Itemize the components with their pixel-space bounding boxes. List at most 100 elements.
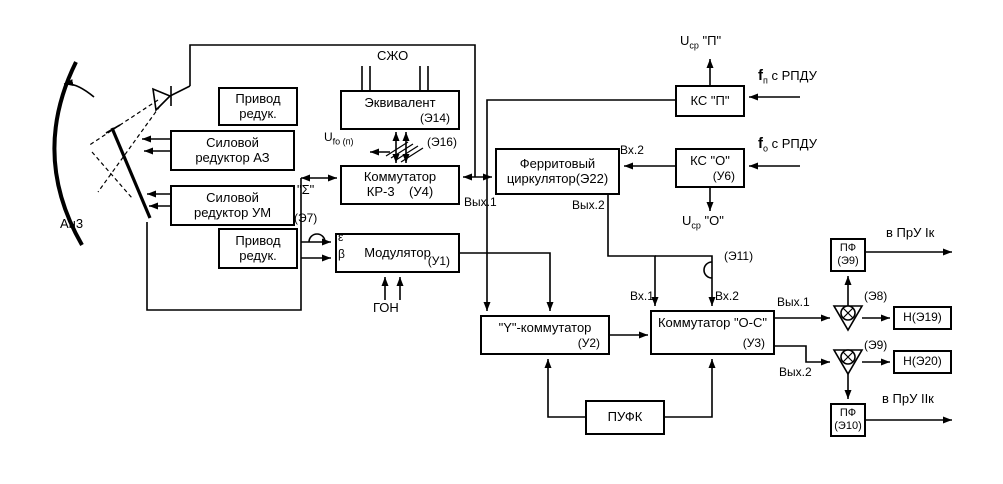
block-privod-reduktor-bottom: Привод редук.: [218, 228, 298, 269]
label-os-vyh1: Вых.1: [777, 295, 810, 309]
label-pru-1: в ПрУ Iк: [886, 225, 935, 240]
block-modulator: Модулятор (У1): [335, 233, 460, 273]
wire-pufk-to-os: [665, 359, 716, 418]
block-n-e19: Н(Э19): [893, 306, 952, 330]
wire-os-vyh2: [775, 345, 830, 366]
label-fo-base: f: [758, 135, 763, 152]
block-ekvivalent-label: Эквивалент: [364, 95, 436, 110]
label-e11: (Э11): [724, 249, 754, 263]
block-reduktor-um-line2: редуктор УМ: [193, 204, 272, 220]
wire-antenna-feedback-bus: [146, 178, 302, 311]
label-circ-vh2: Вх.2: [620, 143, 644, 157]
block-circulator-line2: циркулятор(Э22): [506, 170, 609, 186]
block-kommutator-os-label: Коммутатор "О-С": [657, 315, 767, 330]
block-ferrite-circulator: Ферритовый циркулятор(Э22): [495, 148, 620, 195]
block-reduktor-um-line1: Силовой: [206, 189, 259, 205]
block-modulator-label: Модулятор: [364, 244, 431, 260]
block-kommutator-kr3: Коммутатор КР-3 (У4): [340, 165, 460, 205]
block-privod-bottom-line1: Привод: [235, 232, 281, 248]
block-y-kommutator-label: "Y"-коммутатор: [498, 320, 592, 335]
feed-horn-icon: [152, 87, 172, 112]
label-os-vyh2: Вых.2: [779, 365, 812, 379]
label-ufo-sub: fо (п): [332, 136, 354, 147]
label-sigma: "Σ": [297, 182, 315, 197]
label-usr-o-tail: "О": [704, 213, 724, 228]
coupler-e7-icon: [308, 233, 326, 243]
block-n-e20: Н(Э20): [893, 350, 952, 374]
label-e8: (Э8): [864, 289, 888, 303]
label-an3: Ан3: [60, 216, 84, 231]
block-ekvivalent: Эквивалент (Э14): [340, 90, 460, 130]
block-reduktor-az-line2: редуктор АЗ: [195, 149, 270, 165]
label-fo-rpdu: fо с РПДУ: [758, 135, 817, 154]
antenna-mirror-tick: [105, 124, 121, 134]
label-pru-2: в ПрУ IIк: [882, 391, 934, 406]
label-szho: СЖО: [377, 48, 409, 63]
label-fo-sub: о: [763, 143, 769, 154]
label-e7: (Э7): [294, 211, 318, 225]
block-silovoy-reduktor-az: Силовой редуктор АЗ: [170, 130, 295, 171]
label-fo-tail: с РПДУ: [771, 136, 817, 151]
block-kommutator-os: Коммутатор "О-С" (У3): [650, 310, 775, 355]
block-y-kommutator: "Y"-коммутатор (У2): [480, 315, 610, 355]
label-usr-o-base: U: [682, 213, 692, 228]
block-n20-label: Н(Э20): [903, 354, 942, 369]
coupler-e16-hatch-3: [395, 145, 419, 161]
block-modulator-tag: (У1): [427, 254, 450, 269]
label-ufo: Ufо (п): [324, 130, 354, 147]
label-fp-rpdu: fп с РПДУ: [758, 67, 817, 86]
block-pf1-line2: (Э9): [837, 255, 859, 267]
wire-pilot-to-y: [483, 99, 675, 311]
block-pf-e9: ПФ (Э9): [830, 238, 866, 272]
label-circ-vyh2: Вых.2: [572, 198, 605, 212]
wire-pufk-to-y: [544, 359, 585, 418]
block-pf2-line1: ПФ: [839, 407, 857, 420]
label-e9: (Э9): [864, 338, 888, 352]
label-circ-vyh1: Вых.1: [464, 195, 497, 209]
block-ks-p-label: КС "П": [690, 92, 730, 108]
coupler-e16-hatch-4: [400, 147, 424, 163]
label-ufo-base: U: [324, 130, 333, 144]
mixer-2-cross: [842, 351, 854, 363]
coupler-e11-icon: [703, 261, 713, 279]
block-n19-label: Н(Э19): [903, 310, 942, 325]
label-fp-sub: п: [763, 75, 768, 86]
label-os-vh1: Вх.1: [630, 289, 654, 303]
label-e16: (Э16): [427, 135, 457, 149]
block-ks-p: КС "П": [675, 85, 745, 117]
block-privod-top-line2: редук.: [239, 105, 277, 121]
coupler-e16-hatch-1: [385, 141, 409, 157]
label-usr-o: Uср "О": [682, 213, 724, 231]
beam-ray-3: [91, 151, 133, 199]
label-gon: ГОН: [373, 300, 399, 315]
block-circulator-line1: Ферритовый: [519, 155, 596, 171]
block-silovoy-reduktor-um: Силовой редуктор УМ: [170, 185, 295, 226]
wire-circ-to-os-vh1: [607, 195, 659, 306]
label-usr-p: Uср "П": [680, 33, 721, 51]
label-epsilon: ε: [338, 230, 344, 244]
antenna-rotation-arrow: [63, 79, 95, 98]
block-ks-o-label: КС "О": [690, 153, 730, 168]
block-pf1-line1: ПФ: [839, 242, 857, 255]
block-y-kommutator-tag: (У2): [577, 336, 600, 351]
label-usr-p-base: U: [680, 33, 690, 48]
label-usr-p-sub: ср: [689, 40, 699, 51]
block-pufk-label: ПУФК: [607, 409, 643, 425]
block-kr3-line2: КР-3 (У4): [366, 184, 434, 199]
block-pufk: ПУФК: [585, 400, 665, 435]
wire-modulator-to-y: [460, 252, 554, 311]
label-fp-tail: с РПДУ: [771, 68, 817, 83]
beam-ray-2: [97, 105, 161, 193]
label-os-vh2: Вх.2: [715, 289, 739, 303]
block-pf2-line2: (Э10): [834, 420, 862, 432]
block-privod-reduktor-top: Привод редук.: [218, 87, 298, 126]
feed-support-line: [169, 85, 191, 97]
block-ks-o-tag: (У6): [712, 169, 735, 184]
block-reduktor-az-line1: Силовой: [206, 134, 259, 150]
block-ekvivalent-tag: (Э14): [420, 111, 450, 126]
block-pf-e10: ПФ (Э10): [830, 403, 866, 437]
label-beta: β: [338, 247, 345, 261]
block-ks-o: КС "О" (У6): [675, 148, 745, 188]
